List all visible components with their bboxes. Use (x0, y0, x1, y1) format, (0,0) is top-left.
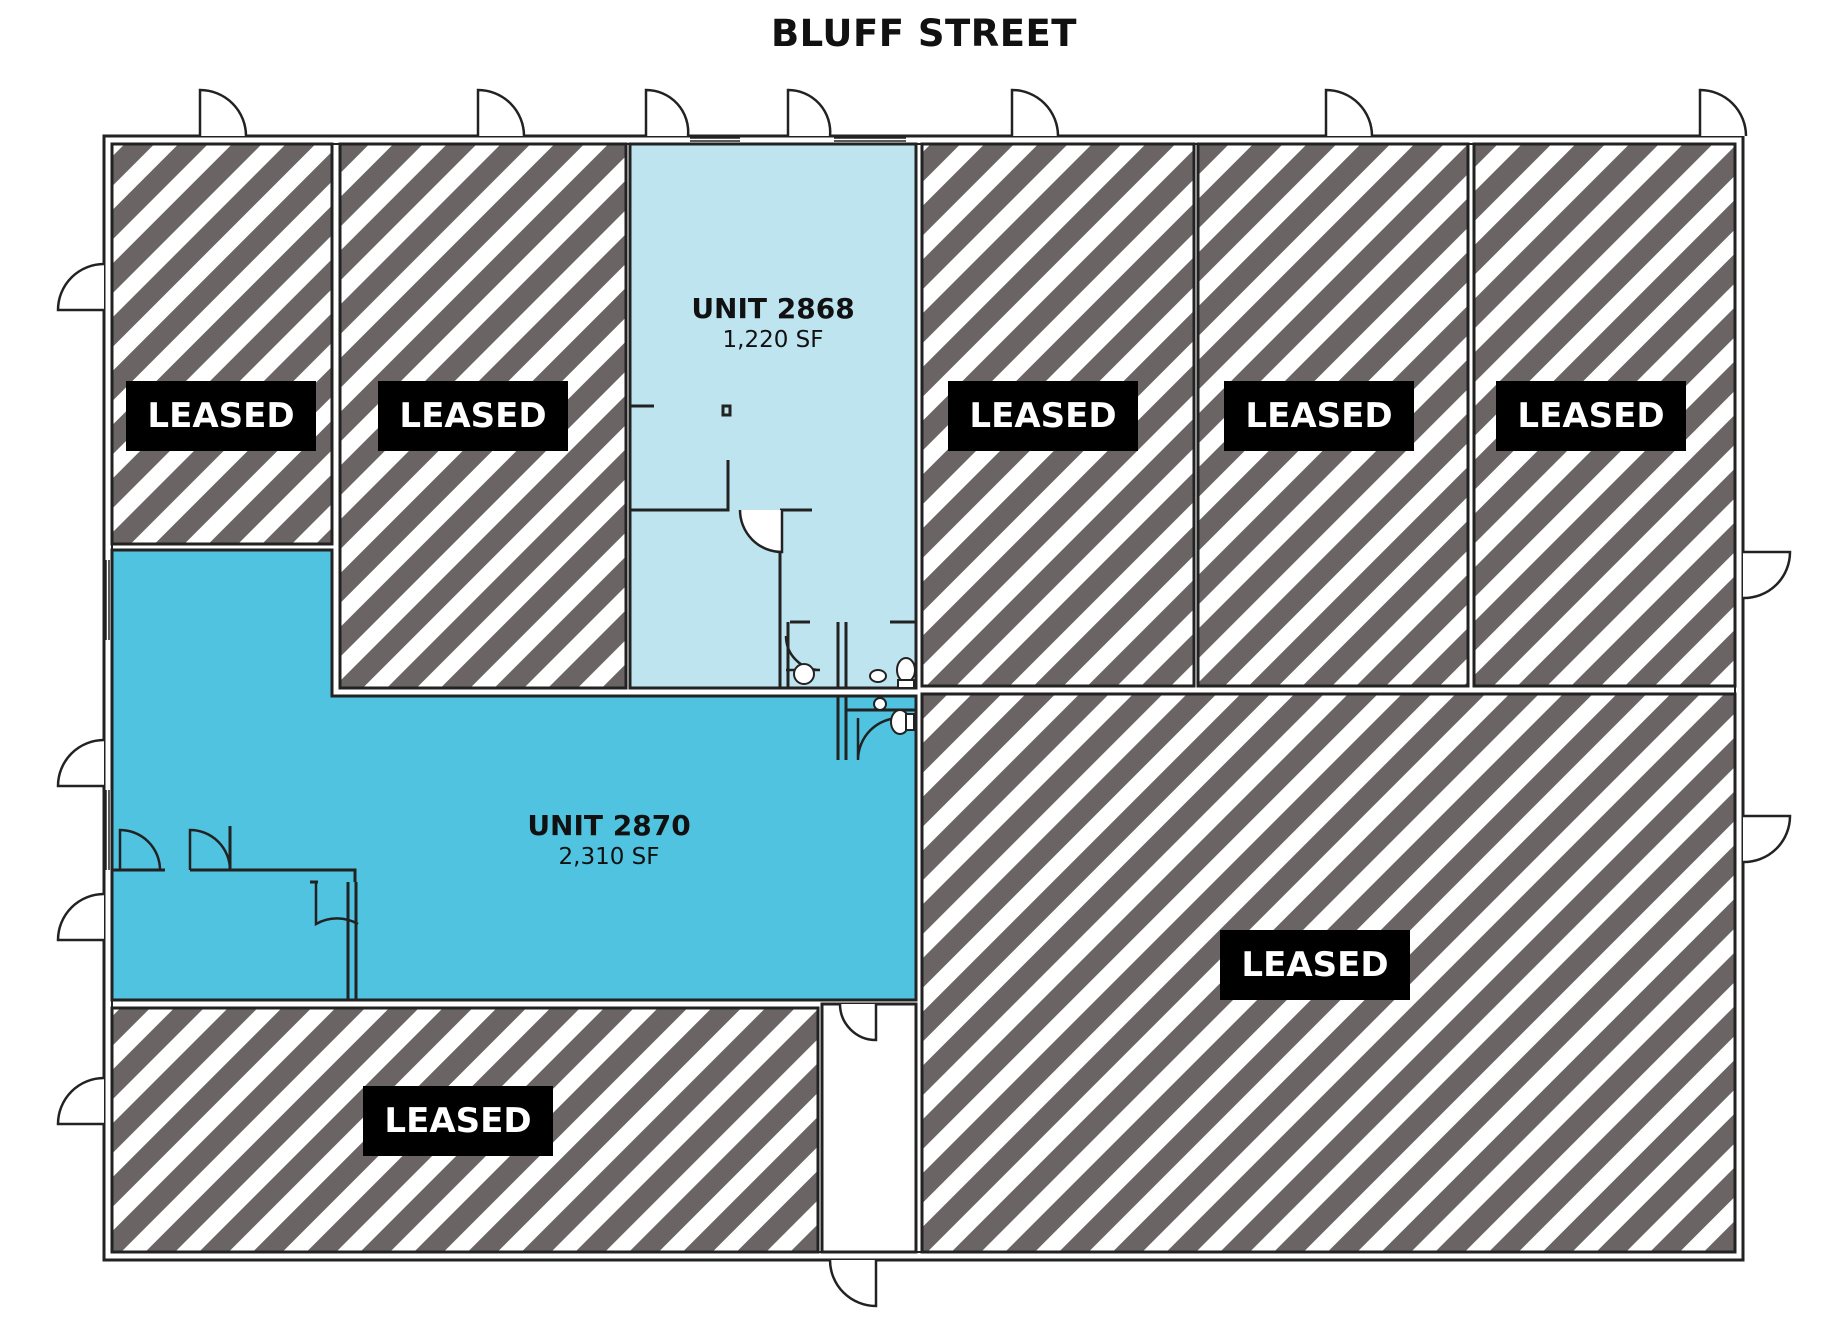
leased-badge-6: LEASED (1220, 930, 1410, 1000)
leased-badge-7-label: LEASED (384, 1101, 532, 1141)
leased-badge-1: LEASED (126, 381, 316, 451)
leased-badge-5-label: LEASED (1517, 396, 1665, 436)
leased-badge-2: LEASED (378, 381, 568, 451)
unit-2868-space[interactable] (628, 142, 918, 690)
unit-2868-name: UNIT 2868 (691, 292, 855, 325)
leased-badge-6-label: LEASED (1241, 945, 1389, 985)
unit-2870-name: UNIT 2870 (527, 809, 691, 842)
unit-2870-space[interactable] (110, 548, 918, 1002)
unit-2868-label: UNIT 2868 1,220 SF (630, 292, 916, 354)
corridor (820, 1002, 918, 1254)
street-name: BLUFF STREET (770, 12, 1078, 55)
unit-2870-area: 2,310 SF (558, 844, 660, 870)
leased-badge-3: LEASED (948, 381, 1138, 451)
unit-2870-label: UNIT 2870 2,310 SF (466, 809, 752, 871)
leased-badge-2-label: LEASED (399, 396, 547, 436)
leased-badge-4: LEASED (1224, 381, 1414, 451)
leased-badge-1-label: LEASED (147, 396, 295, 436)
unit-2868-area: 1,220 SF (722, 327, 824, 353)
leased-badge-4-label: LEASED (1245, 396, 1393, 436)
leased-badge-3-label: LEASED (969, 396, 1117, 436)
door-swings (56, 88, 1792, 1308)
restroom-fixtures (793, 657, 916, 735)
leased-space-1 (110, 142, 334, 546)
leased-badge-5: LEASED (1496, 381, 1686, 451)
leased-badge-7: LEASED (363, 1086, 553, 1156)
storefront-windows (105, 137, 906, 870)
